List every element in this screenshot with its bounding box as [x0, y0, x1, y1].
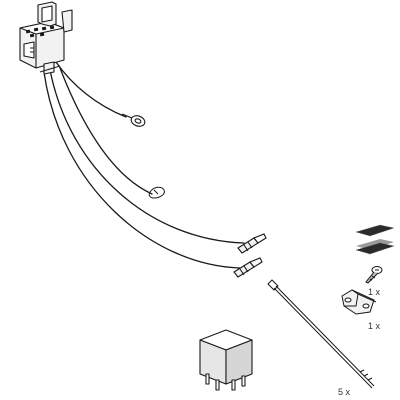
spade-terminal-2 [233, 257, 263, 278]
cable-tie-quantity-label: 5 x [338, 387, 351, 397]
screw [365, 266, 383, 284]
cable-tie [267, 279, 375, 389]
spade-terminal-1 [237, 233, 267, 254]
wire-tap-connector [148, 186, 165, 199]
splice-connector [341, 289, 377, 315]
screw-quantity-label: 1 x [368, 287, 381, 297]
ring-terminal [121, 113, 146, 127]
splice-connector-quantity-label: 1 x [368, 321, 381, 331]
hook-and-loop-pads [354, 224, 396, 255]
relay-socket-harness [19, 1, 245, 269]
relay [199, 329, 253, 391]
